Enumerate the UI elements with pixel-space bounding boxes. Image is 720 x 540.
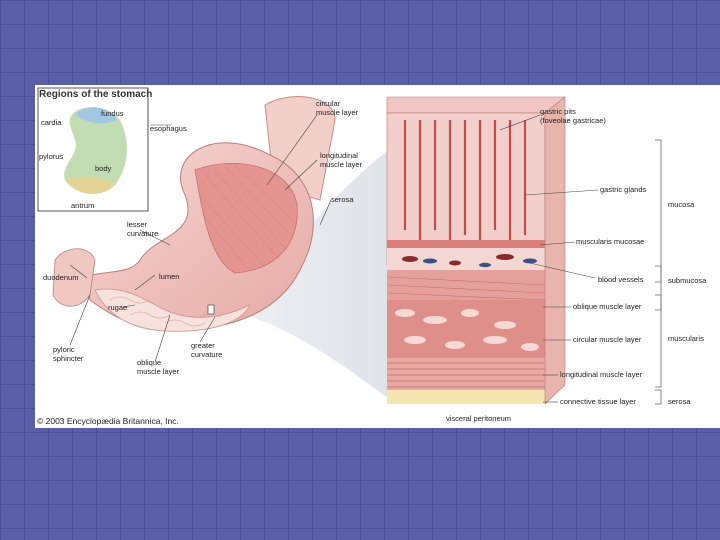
label-lumen: lumen [159,273,179,282]
label-submucosa: submucosa [668,277,706,286]
tissue-cross-section [387,97,565,404]
label-antrum: antrum [71,202,94,211]
copyright-credit: © 2003 Encyclopædia Britannica, Inc. [37,416,179,426]
label-longitudinal-muscle-layer: longitudinal muscle layer [320,152,362,169]
label-body: body [95,165,111,174]
label-mucosa: mucosa [668,201,694,210]
label-duodenum: duodenum [43,274,78,283]
label-pyloric-sphincter: pyloric sphincter [53,346,83,363]
glyph-box [208,305,214,314]
diagram-panel: Regions of the stomach fundus cardia pyl… [35,85,720,428]
label-greater-curvature: greater curvature [191,342,222,359]
label-serosa: serosa [331,196,354,205]
label-serosa-layer: serosa [668,398,691,407]
label-circular-muscle-layer: circular muscle layer [316,100,358,117]
label-fundus: fundus [101,110,124,119]
label-cardia: cardia [41,119,61,128]
label-rugae: rugae [108,304,127,313]
label-muscularis-mucosae: muscularis mucosae [576,238,644,247]
label-longitudinal-muscle: longitudinal muscle layer [560,371,642,380]
label-gastric-glands: gastric glands [600,186,646,195]
label-visceral-peritoneum: visceral peritoneum [446,415,511,424]
label-esophagus: esophagus [150,125,187,134]
label-muscularis: muscularis [668,335,704,344]
label-circular-muscle: circular muscle layer [573,336,641,345]
label-pylorus: pylorus [39,153,63,162]
label-connective-tissue-layer: connective tissue layer [560,398,636,407]
label-oblique-muscle: oblique muscle layer [573,303,641,312]
label-oblique-muscle-layer: oblique muscle layer [137,359,179,376]
label-lesser-curvature: lesser curvature [127,221,158,238]
label-blood-vessels: blood vessels [598,276,643,285]
inset-title: Regions of the stomach [39,89,152,100]
layer-brackets [655,140,661,404]
label-gastric-pits: gastric pits (foveolae gastricae) [540,108,606,125]
